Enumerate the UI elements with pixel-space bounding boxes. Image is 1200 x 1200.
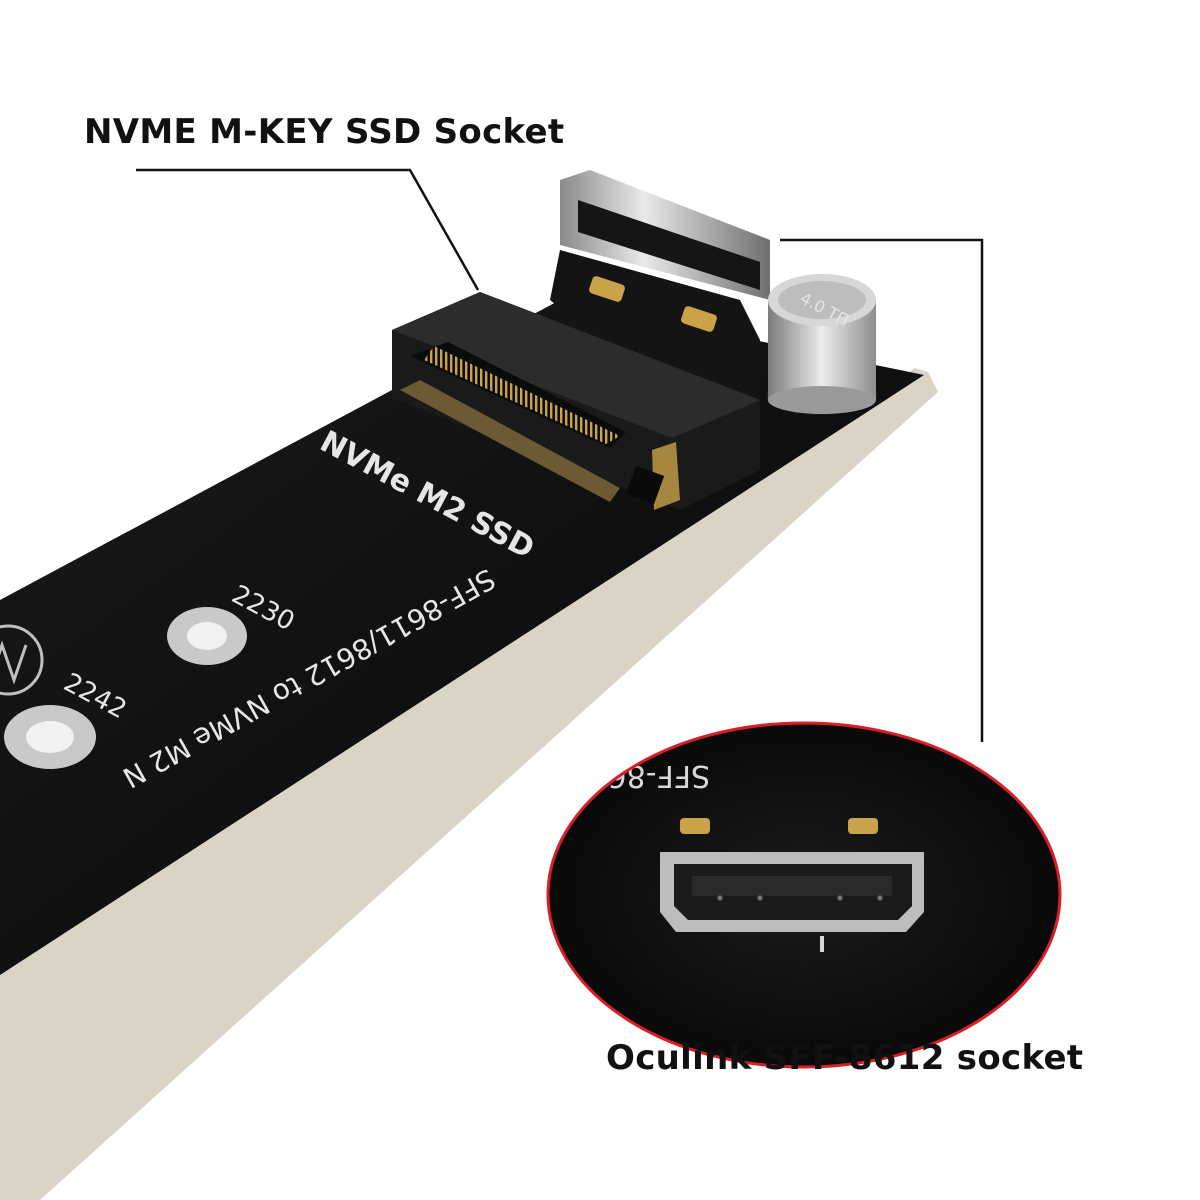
zoom-inset: SFF-8611 41 — [522, 721, 1062, 1069]
m2-slot — [392, 292, 760, 510]
leader-line-bottom — [780, 238, 984, 742]
oculink-connector — [550, 170, 770, 400]
oculink-port — [660, 852, 924, 932]
zoom-silkscreen: SFF-8611 41 — [522, 758, 710, 793]
mount-hole-2242 — [4, 705, 96, 769]
mount-hole-2230 — [167, 607, 247, 665]
callout-oculink-socket: Oculink SFF-8612 socket — [606, 1038, 1084, 1078]
logo-mark — [0, 624, 44, 696]
capacitor: 4.0 ТП — [766, 274, 878, 415]
leader-line-top — [136, 168, 480, 291]
callout-nvme-socket: NVME M-KEY SSD Socket — [84, 112, 565, 152]
